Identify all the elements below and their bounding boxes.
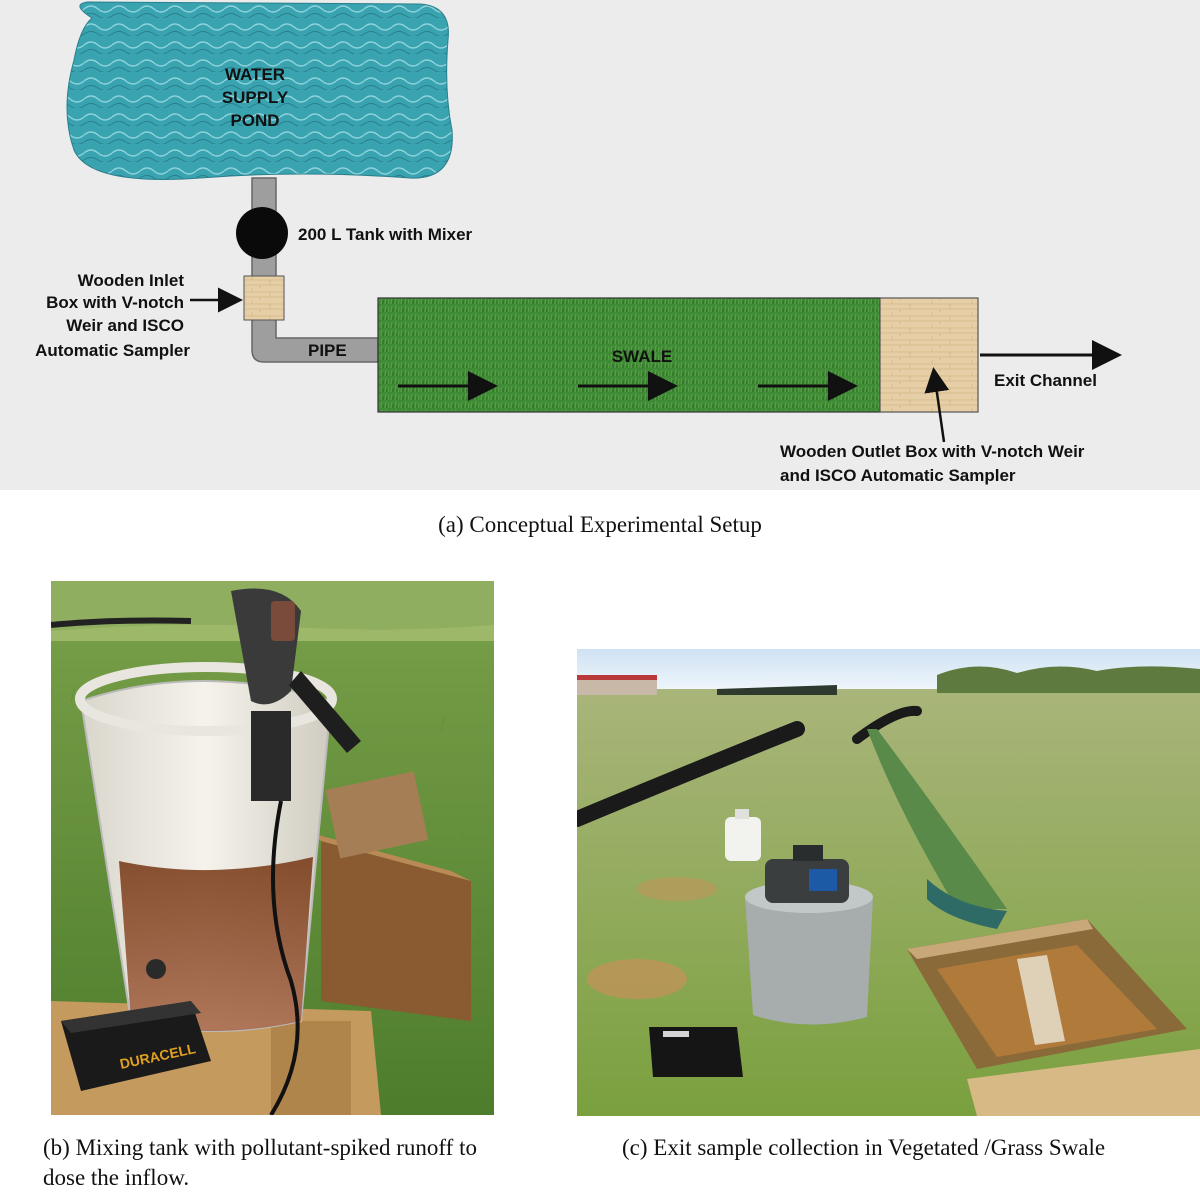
swale-label: SWALE	[612, 347, 672, 366]
outlet-pointer-arrow	[924, 367, 950, 443]
tank-label: 200 L Tank with Mixer	[298, 225, 473, 244]
caption-b-line-2: dose the inflow.	[43, 1165, 190, 1190]
inlet-label-line-2: Box with V-notch	[46, 293, 184, 312]
caption-a: (a) Conceptual Experimental Setup	[438, 512, 762, 537]
pipe-label: PIPE	[308, 341, 347, 360]
outlet-label-line-2: and ISCO Automatic Sampler	[780, 466, 1016, 485]
inlet-label-line-4: Automatic Sampler	[35, 341, 190, 360]
swale	[377, 297, 881, 413]
inlet-box	[243, 275, 285, 321]
caption-c: (c) Exit sample collection in Vegetated …	[622, 1135, 1106, 1160]
pond-label-line-1: WATER	[225, 65, 285, 84]
photo-c-illustration	[577, 649, 1200, 1116]
inlet-label-line-1: Wooden Inlet	[78, 271, 185, 290]
photo-mixing-tank: DURACELL	[51, 581, 494, 1115]
photo-b-illustration: DURACELL	[51, 581, 494, 1115]
diagram-canvas: WATER SUPPLY POND 200 L Tank with Mixer …	[35, 1, 1122, 485]
caption-b-line-1: (b) Mixing tank with pollutant-spiked ru…	[43, 1135, 477, 1160]
conceptual-setup-diagram: WATER SUPPLY POND 200 L Tank with Mixer …	[0, 0, 1200, 490]
battery: DURACELL	[61, 1001, 211, 1091]
outlet-box	[879, 297, 979, 413]
isco-sampler	[745, 845, 873, 1025]
supply-pipe	[251, 177, 379, 363]
water-supply-pond	[66, 1, 453, 180]
pond-label-line-3: POND	[230, 111, 279, 130]
pond-label-line-2: SUPPLY	[222, 88, 289, 107]
outlet-label-line-1: Wooden Outlet Box with V-notch Weir	[780, 442, 1085, 461]
exit-channel-label: Exit Channel	[994, 371, 1097, 390]
inlet-label-line-3: Weir and ISCO	[66, 316, 184, 335]
photo-exit-sample-collection	[577, 649, 1200, 1116]
mixing-tank	[236, 207, 288, 259]
